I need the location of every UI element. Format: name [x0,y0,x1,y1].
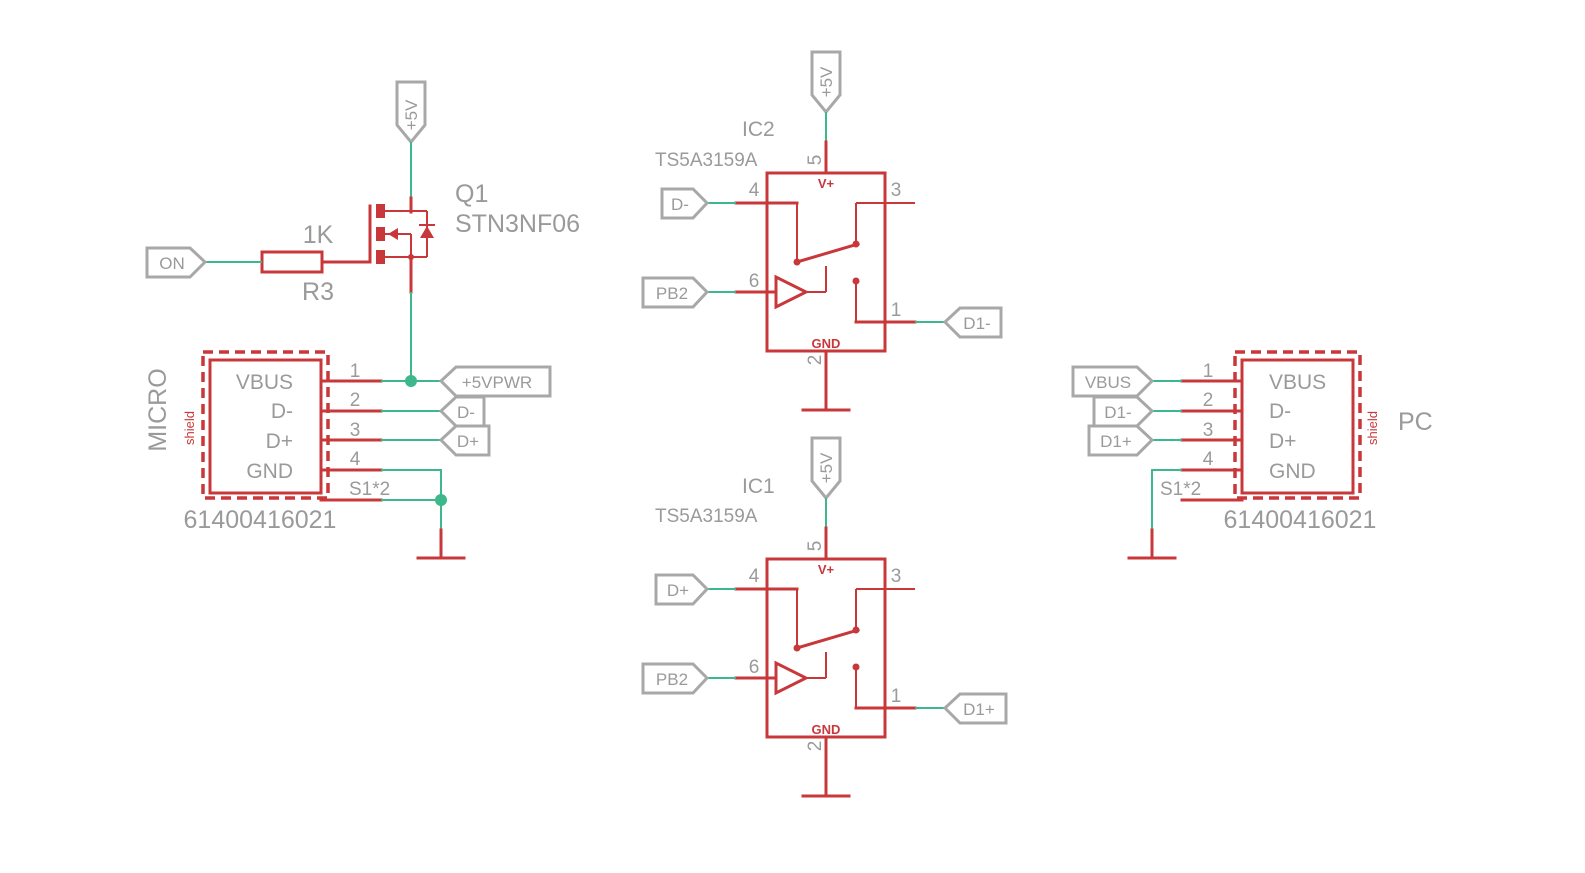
svg-text:D1-: D1- [963,314,990,333]
micro-part-number: 61400416021 [184,506,337,534]
r3-value: 1K [303,221,334,249]
micro-shield-pin: S1*2 [349,479,390,500]
r3-resistor[interactable] [260,250,324,274]
micro-net-flag-dplus[interactable]: D+ [438,424,491,457]
usb-pc-connector[interactable]: PC shield VBUS D- D+ GND 1 2 3 4 S1*2 61… [1160,350,1433,534]
pc-pin-num-1: 1 [1203,361,1214,382]
svg-text:5: 5 [805,541,826,552]
on-net-flag[interactable]: ON [145,246,208,279]
q1-name: Q1 [455,180,488,208]
pc-net-flag-vbus[interactable]: VBUS [1071,365,1155,398]
svg-text:+5V: +5V [817,66,836,97]
q1-supply-label: +5V [402,99,421,130]
svg-text:3: 3 [891,566,902,587]
svg-text:D1-: D1- [1104,403,1131,422]
svg-text:D+: D+ [457,432,479,451]
svg-text:6: 6 [749,657,760,678]
ic2-supply-flag[interactable]: +5V [810,50,842,115]
pc-net-flag-d1minus[interactable]: D1- [1092,395,1155,428]
svg-text:D-: D- [671,195,689,214]
svg-text:3: 3 [891,180,902,201]
micro-pin-num-1: 1 [350,361,361,382]
pc-pin-name-dp: D+ [1269,430,1296,453]
ic1-net-flag-ctrl[interactable]: PB2 [641,662,710,695]
micro-pin-num-3: 3 [350,420,361,441]
ic1-supply-flag[interactable]: +5V [810,436,842,501]
svg-text:GND: GND [812,336,841,351]
svg-text:1: 1 [891,300,902,321]
svg-text:PB2: PB2 [656,670,688,689]
svg-text:V+: V+ [818,562,835,577]
pc-pin-name-gnd: GND [1269,460,1316,483]
micro-title: MICRO [144,368,172,451]
svg-text:+5VPWR: +5VPWR [462,373,532,392]
ic1-analog-switch[interactable]: +5V IC1 TS5A3159A 5 V+ GND 4 6 3 1 2 [655,436,917,798]
svg-text:D-: D- [457,403,475,422]
svg-text:PB2: PB2 [656,284,688,303]
pc-pin-name-dm: D- [1269,400,1291,423]
ic1-net-flag-out[interactable]: D1+ [942,692,1008,725]
q1-supply-flag[interactable]: +5V [395,80,427,145]
svg-text:VBUS: VBUS [1085,373,1131,392]
micro-pin-name-vbus: VBUS [236,371,293,394]
svg-text:V+: V+ [818,176,835,191]
ic1-wires [707,588,945,709]
micro-pin-name-dp: D+ [266,430,293,453]
svg-text:2: 2 [805,741,826,752]
micro-pin-num-4: 4 [350,449,361,470]
ic2-wires [707,202,945,323]
ic2-net-flag-in[interactable]: D- [660,187,710,220]
usb-micro-connector[interactable]: MICRO shield VBUS D- D+ GND 1 2 3 4 S1*2… [144,350,390,534]
svg-text:6: 6 [749,271,760,292]
pc-net-flag-d1plus[interactable]: D1+ [1087,424,1155,457]
micro-pin-name-gnd: GND [246,460,293,483]
pc-pin-num-2: 2 [1203,390,1214,411]
svg-text:D1+: D1+ [963,700,995,719]
svg-text:GND: GND [812,722,841,737]
q1-power-switch: +5V Q1 STN3NF06 1K R3 [145,80,580,381]
svg-text:4: 4 [749,180,760,201]
pc-shield-label: shield [1365,411,1380,445]
ic1-value: TS5A3159A [655,506,758,527]
pc-shield-pin: S1*2 [1160,479,1201,500]
micro-pin-num-2: 2 [350,390,361,411]
ic2-net-flag-out[interactable]: D1- [942,306,1003,339]
micro-pin-name-dm: D- [271,400,293,423]
pc-pin-num-3: 3 [1203,420,1214,441]
ic1-net-flag-in[interactable]: D+ [654,573,710,606]
ic2-net-flag-ctrl[interactable]: PB2 [641,276,710,309]
micro-net-flag-5vpwr[interactable]: +5VPWR [438,365,552,398]
q1-mosfet-symbol[interactable] [368,204,435,294]
svg-text:1: 1 [891,686,902,707]
q1-value: STN3NF06 [455,210,580,238]
micro-shield-label: shield [182,411,197,445]
pc-part-number: 61400416021 [1224,506,1377,534]
svg-text:4: 4 [749,566,760,587]
ic2-analog-switch[interactable]: +5V IC2 TS5A3159A 5 V+ GND 4 6 3 1 2 [655,50,917,412]
ic2-name: IC2 [742,118,775,141]
pc-pin-name-vbus: VBUS [1269,371,1326,394]
r3-name: R3 [302,278,334,306]
pc-title: PC [1398,408,1433,436]
svg-text:2: 2 [805,355,826,366]
micro-wires [381,375,466,560]
svg-text:5: 5 [805,155,826,166]
ic1-name: IC1 [742,475,775,498]
pc-wires [1127,380,1182,560]
ic2-value: TS5A3159A [655,150,758,171]
svg-text:+5V: +5V [817,452,836,483]
pc-pin-num-4: 4 [1203,449,1214,470]
on-label: ON [159,254,185,273]
svg-text:D+: D+ [667,581,689,600]
svg-text:D1+: D1+ [1100,432,1132,451]
micro-net-flag-dminus[interactable]: D- [438,395,486,428]
